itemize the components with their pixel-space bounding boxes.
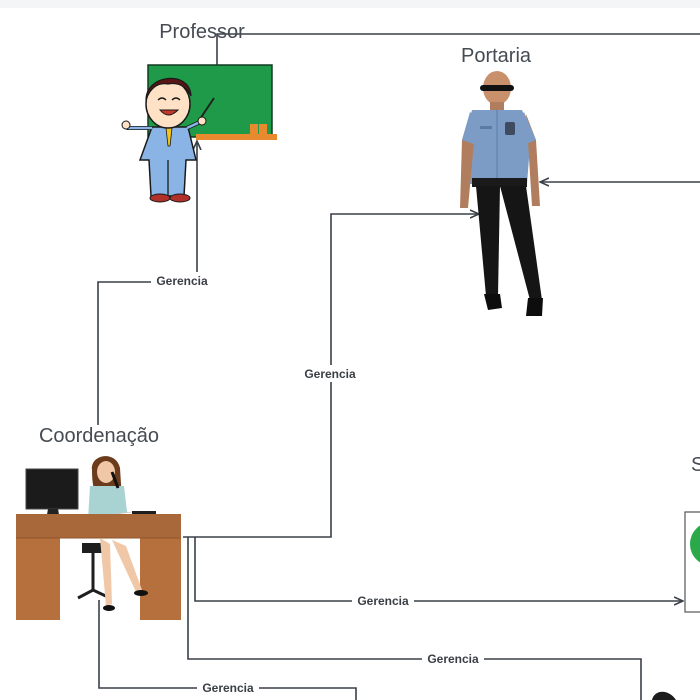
edge-label-coord-professor: Gerencia: [156, 274, 208, 288]
security-guard-icon: [460, 71, 543, 316]
node-label-coordenacao: Coordenação: [39, 425, 159, 447]
node-label-portaria: Portaria: [461, 45, 532, 67]
top-band: [0, 0, 700, 8]
office-worker-icon: [16, 456, 181, 620]
node-coordenacao[interactable]: Coordenação: [16, 425, 181, 620]
partial-icon: [684, 511, 700, 613]
edge-coord-right-1[interactable]: [194, 537, 682, 601]
edge-label-coord-right-2: Gerencia: [427, 652, 479, 666]
edge-labels: Gerencia Gerencia Gerencia Gerencia Gere…: [151, 272, 484, 696]
node-label-professor: Professor: [159, 21, 245, 43]
edge-coord-right-2[interactable]: [187, 537, 642, 700]
node-portaria[interactable]: Portaria: [460, 45, 543, 316]
edges: [97, 33, 700, 700]
edge-professor-right[interactable]: [216, 33, 700, 140]
edge-coord-professor[interactable]: [97, 142, 197, 425]
offscreen-node-hint: [652, 691, 676, 700]
node-partial-right[interactable]: S: [684, 454, 700, 613]
edge-label-coord-bottom: Gerencia: [202, 681, 254, 695]
teacher-icon: [121, 64, 277, 203]
node-label-partial-right: S: [691, 454, 700, 476]
node-professor[interactable]: Professor: [121, 21, 277, 203]
edge-label-coord-right-1: Gerencia: [357, 594, 409, 608]
edge-label-coord-portaria: Gerencia: [304, 367, 356, 381]
